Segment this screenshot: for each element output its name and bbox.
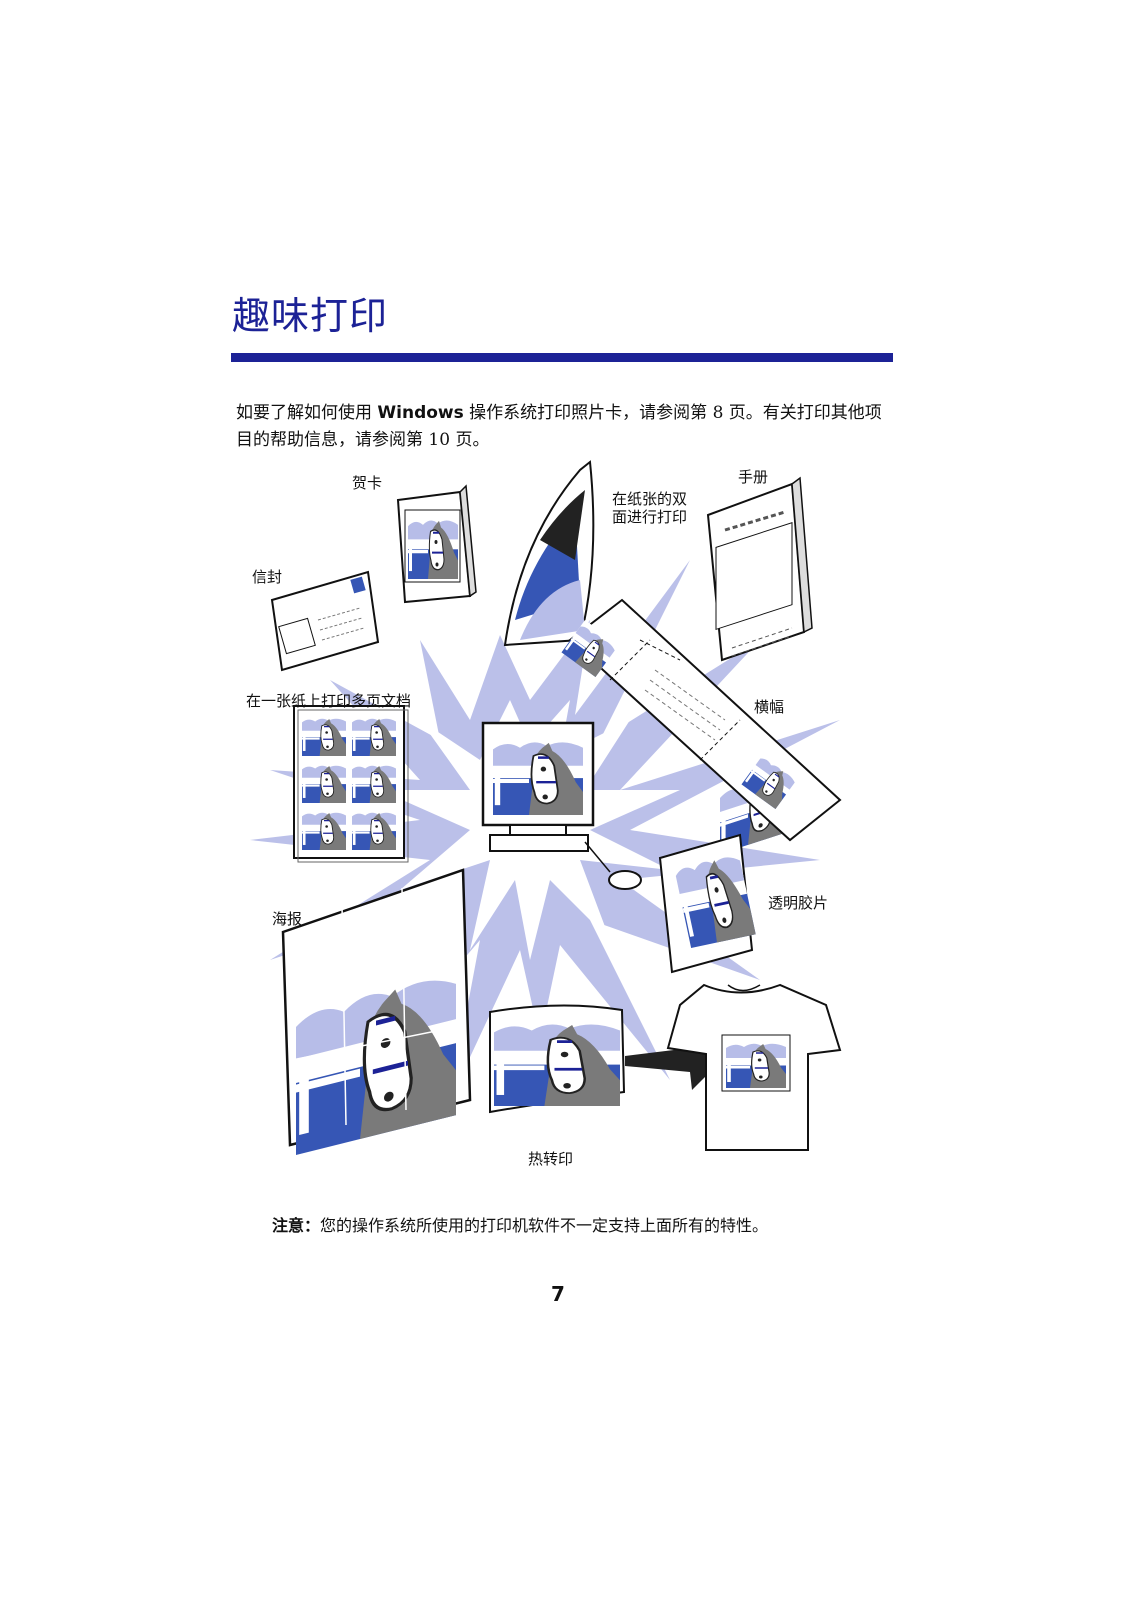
label-poster: 海报 (272, 910, 303, 928)
computer-illustration (481, 721, 642, 890)
title-rule-end (890, 353, 893, 362)
duplex-print-illustration (503, 460, 595, 647)
note-label: 注意： (272, 1216, 321, 1235)
label-banner: 横幅 (754, 698, 785, 716)
label-envelope: 信封 (252, 568, 283, 586)
iron-on-illustration (489, 1004, 626, 1114)
envelope-illustration (270, 570, 380, 672)
banner-illustration (560, 598, 842, 842)
tshirt-illustration (666, 983, 842, 1151)
booklet-illustration (706, 476, 813, 856)
intro-bold-windows: Windows (377, 403, 464, 423)
label-booklet: 手册 (738, 468, 769, 486)
note-text: 您的操作系统所使用的打印机软件不一定支持上面所有的特性。 (320, 1216, 769, 1235)
intro-text-2: 操作系统打印照片卡，请参阅第 8 页。有关打印其他项目的帮助信息，请参阅第 10… (236, 403, 882, 450)
greeting-card-illustration (396, 484, 477, 604)
transparency-illustration (658, 833, 758, 974)
label-duplex-line1: 在纸张的双 (612, 490, 688, 508)
page-number: 7 (551, 1282, 565, 1306)
nup-page-illustration (293, 705, 409, 863)
label-nup: 在一张纸上打印多页文档 (246, 692, 412, 710)
intro-paragraph: 如要了解如何使用 Windows 操作系统打印照片卡，请参阅第 8 页。有关打印… (236, 400, 896, 454)
label-transparency: 透明胶片 (768, 894, 829, 912)
page-title: 趣味打印 (232, 294, 389, 338)
label-greeting-card: 贺卡 (352, 474, 383, 492)
label-iron-on: 热转印 (528, 1150, 574, 1168)
poster-illustration (281, 868, 472, 1155)
label-duplex-line2: 面进行打印 (612, 508, 688, 526)
intro-text-1: 如要了解如何使用 (236, 403, 378, 423)
note-paragraph: 注意：您的操作系统所使用的打印机软件不一定支持上面所有的特性。 (272, 1212, 768, 1236)
title-rule (231, 353, 890, 362)
